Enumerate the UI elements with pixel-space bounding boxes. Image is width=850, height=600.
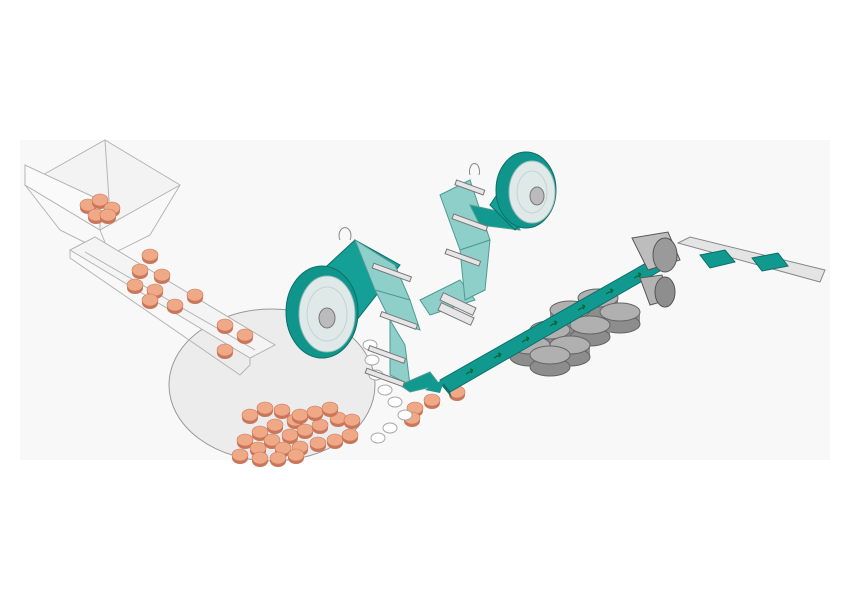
tablet-top [141,248,159,262]
tablet-top [99,208,117,222]
tablet [216,343,234,359]
arrow-icon [493,352,502,359]
tablet-top [216,318,234,332]
tablet-top [266,418,284,432]
tablet-top [153,268,171,282]
tablet [141,248,159,264]
tablet [216,318,234,334]
tablet [266,418,284,434]
tablet [99,208,117,224]
tablet-top [296,423,314,437]
tablet [321,401,339,417]
tablet-top [241,408,259,422]
pocket [397,409,413,421]
blister-roller [599,302,641,334]
tablet-top [91,193,109,207]
lidding-foil-reel-top [489,151,557,231]
tablet [296,423,314,439]
blister-roller [529,345,571,377]
tablet [311,418,329,434]
tablet-top [141,293,159,307]
tablet-top [321,401,339,415]
tablet-top [126,278,144,292]
tablet [141,293,159,309]
tablet [153,268,171,284]
tablet-top [273,403,291,417]
tablet-top [287,448,305,462]
tablet [287,448,305,464]
tablet-top [341,428,359,442]
roller-top [569,315,611,335]
roller-top [529,345,571,365]
tablet [291,408,309,424]
arrow-icon [577,304,586,311]
tablet-top [236,328,254,342]
tablet [256,401,274,417]
tablet-top [186,288,204,302]
tablet-top [166,298,184,312]
tablets [79,193,466,467]
tablet [231,448,249,464]
arrow-icon [465,368,474,375]
tablet-top [269,451,287,465]
tablet [91,193,109,209]
tablet [126,278,144,294]
tablet-top [309,436,327,450]
tablet [251,451,269,467]
output-tray [676,236,826,283]
tablet-top [281,428,299,442]
tablet-top [291,408,309,422]
tablet [186,288,204,304]
tablet-top [423,393,441,407]
tablet [131,263,149,279]
tablet [241,408,259,424]
tablet-top [306,405,324,419]
tablet-hopper [24,139,181,256]
tablet [273,403,291,419]
pocket [382,422,398,434]
tablet-top [251,451,269,465]
pocket [377,384,393,396]
roller-top [599,302,641,322]
tablet [423,393,441,409]
arrow-icon [605,288,614,295]
guide-rollers [364,163,489,388]
tablet [251,425,269,441]
tablet [341,428,359,444]
tablet [306,405,324,421]
tablet [281,428,299,444]
tablet [236,328,254,344]
direction-arrows [465,272,642,375]
arrow-icon [633,272,642,279]
arrow-icon [521,336,530,343]
tablet [236,433,254,449]
tablet-top [256,401,274,415]
arrow-icon [549,320,558,327]
tablet [326,433,344,449]
tablet-top [251,425,269,439]
tablet [343,413,361,429]
pocket [364,354,380,366]
tablet-top [231,448,249,462]
cutter-roller [631,231,681,308]
tablet [269,451,287,467]
tablet-top [236,433,254,447]
pocket [370,432,386,444]
tablet-top [131,263,149,277]
tablet [309,436,327,452]
tablet-top [343,413,361,427]
pocket [387,396,403,408]
tablet [166,298,184,314]
tablet-top [326,433,344,447]
tablet-top [216,343,234,357]
tablet-top [263,433,281,447]
